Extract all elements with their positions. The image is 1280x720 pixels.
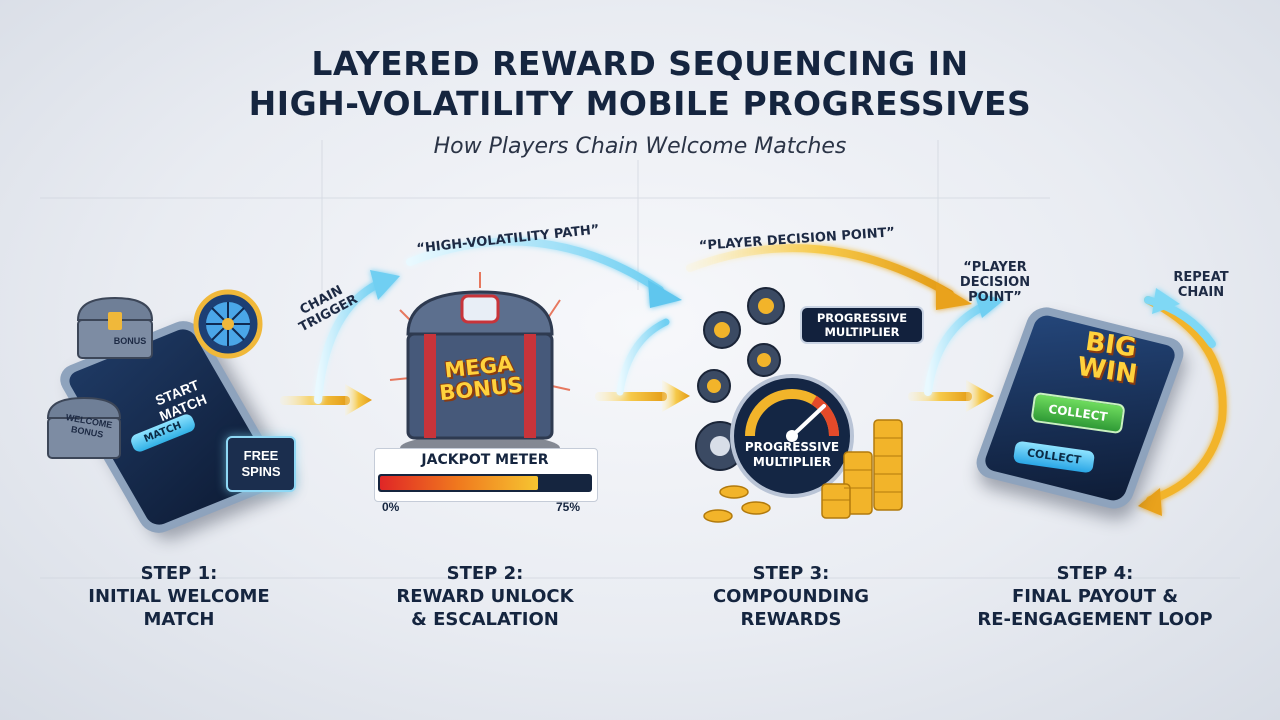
step-4-label: STEP 4: FINAL PAYOUT & RE-ENGAGEMENT LOO…: [977, 563, 1213, 630]
repeat-chain-label: REPEAT CHAIN: [1173, 270, 1229, 300]
title-line-2: HIGH-VOLATILITY MOBILE PROGRESSIVES: [248, 84, 1032, 123]
jackpot-meter-track: [378, 474, 592, 492]
decision-right-label: “PLAYER DECISION POINT”: [959, 260, 1031, 305]
mega-bonus-text: MEGA BONUS: [438, 351, 524, 406]
progressive-multiplier-chip: PROGRESSIVE MULTIPLIER: [800, 306, 924, 344]
gold-arrow-3-4: [908, 380, 994, 412]
big-win-text: BIG WIN: [1075, 326, 1140, 390]
chest-top-label: BONUS: [113, 336, 147, 346]
page-subtitle: How Players Chain Welcome Matches: [433, 134, 847, 159]
jackpot-meter-min: 0%: [382, 500, 400, 514]
gold-arrow-2-3: [595, 380, 690, 412]
treasure-chest-top-icon: [76, 296, 154, 359]
step-3-label: STEP 3: COMPOUNDING REWARDS: [712, 563, 870, 630]
free-spins-card: FREE SPINS: [226, 436, 296, 492]
cyan-arc-step4: [924, 292, 1004, 396]
step-2-label: STEP 2: REWARD UNLOCK & ESCALATION: [396, 563, 574, 630]
bonus-wheel-icon: [193, 289, 263, 359]
step-1-label: STEP 1: INITIAL WELCOME MATCH: [88, 563, 270, 630]
jackpot-meter-fill: [380, 476, 538, 490]
cyan-arc-high-volatility: [406, 237, 682, 308]
mega-bonus-chest-icon: [389, 272, 571, 462]
gears-icon: [695, 287, 785, 471]
gold-coins-icon: [703, 419, 903, 523]
title-line-1: LAYERED REWARD SEQUENCING IN: [311, 44, 969, 83]
gauge-label: PROGRESSIVE MULTIPLIER: [744, 440, 840, 469]
treasure-chest-bottom-icon: [46, 396, 122, 459]
multiplier-gauge-icon: [730, 374, 854, 498]
page-title: LAYERED REWARD SEQUENCING IN HIGH-VOLATI…: [0, 44, 1280, 124]
gold-arc-decision: [686, 244, 972, 310]
gold-arrow-1-2: [280, 384, 372, 416]
jackpot-meter-max: 75%: [556, 500, 581, 514]
cyan-arc-chain-trigger: [314, 270, 400, 404]
jackpot-meter-title: JACKPOT METER: [421, 452, 549, 468]
cyan-arc-step3: [616, 318, 670, 396]
repeat-chain-loop: [1138, 288, 1227, 516]
